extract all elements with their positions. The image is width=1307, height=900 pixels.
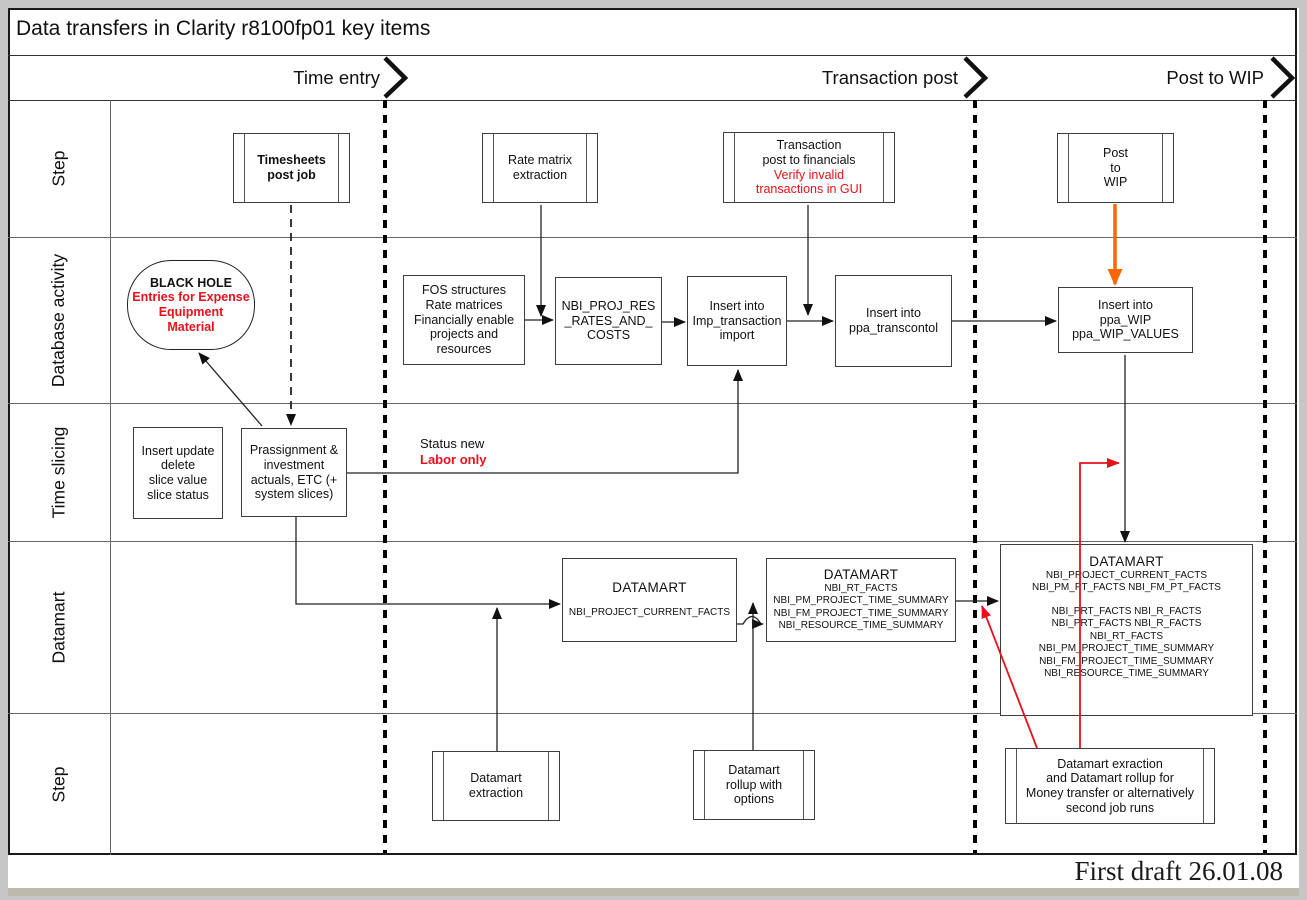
phase-post-to-wip: Post to WIP [1166,67,1264,88]
phase-time-entry: Time entry [293,67,380,88]
phase-transaction-post: Transaction post [821,67,958,88]
lane-step-top: Step [48,150,69,187]
lane-datamart: Datamart [48,591,69,663]
status-new-note: Status new Labor only [420,436,487,467]
lane-time-slicing: Time slicing [48,426,69,518]
diagram-title: Data transfers in Clarity r8100fp01 key … [16,17,431,40]
node-datamart-current-facts: DATAMART NBI_PROJECT_CURRENT_FACTS [562,558,737,642]
phase-divider [8,100,1297,101]
lane-divider-2 [8,403,1297,404]
lane-divider-1 [8,237,1297,238]
draft-date-label: First draft 26.01.08 [1074,856,1284,886]
lane-step-bottom: Step [48,766,69,802]
lane-label-divider [110,100,111,855]
title-divider [8,55,1297,56]
diagram-border [8,8,1297,855]
lane-divider-4 [8,713,1297,714]
window-frame-bottom [8,888,1299,896]
lane-divider-3 [8,541,1297,542]
node-nbi-proj-res-rates-and-costs: NBI_PROJ_RES_RATES_AND_COSTS [555,277,662,365]
lane-database-activity: Database activity [48,253,69,387]
